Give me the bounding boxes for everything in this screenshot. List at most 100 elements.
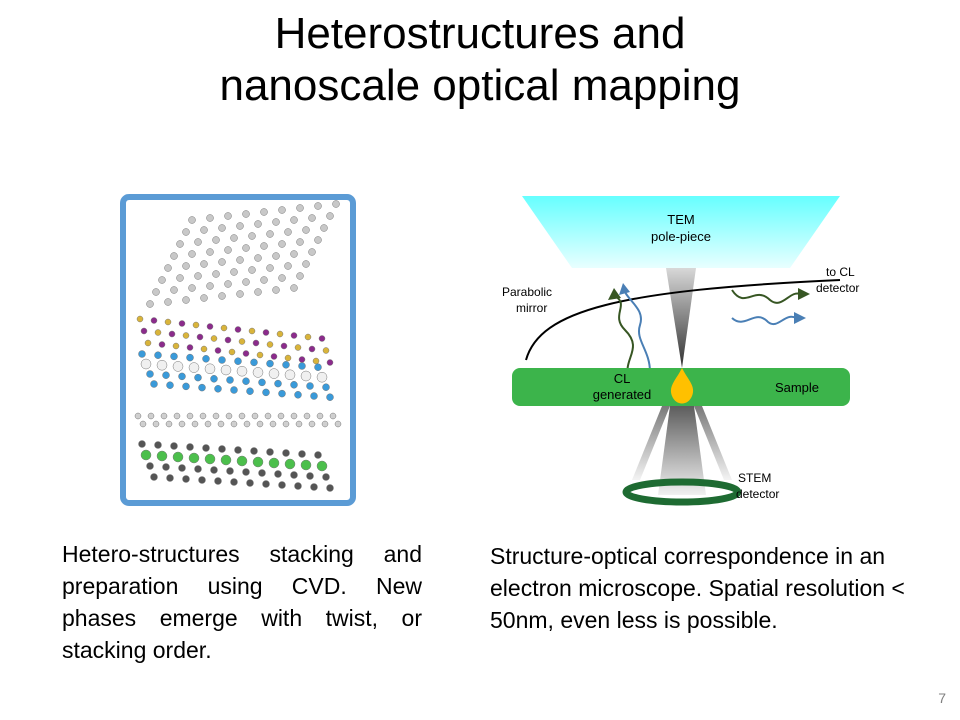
atom (186, 443, 194, 451)
atom (314, 236, 322, 244)
atom (170, 286, 178, 294)
atom (230, 420, 238, 428)
atom (212, 270, 220, 278)
atom (251, 412, 259, 420)
atom (200, 345, 208, 353)
atom (314, 202, 322, 210)
atom (252, 339, 260, 347)
atom (298, 362, 306, 370)
atom (170, 252, 178, 260)
atom (248, 266, 256, 274)
atom (218, 356, 226, 364)
atom (306, 472, 314, 480)
atom (154, 329, 162, 336)
atom (152, 420, 160, 428)
atom (246, 479, 254, 487)
atom (236, 222, 244, 230)
atom (268, 457, 280, 469)
atom (214, 385, 222, 393)
cl-label-1: CL (614, 371, 631, 386)
atom (262, 388, 270, 397)
atom (326, 484, 334, 492)
parabolic-label-1: Parabolic (502, 285, 552, 299)
atom (296, 204, 304, 212)
atom (200, 226, 208, 234)
atom (230, 234, 238, 242)
atom (156, 450, 168, 462)
atom (188, 250, 196, 258)
tem-label-2: pole-piece (651, 229, 711, 244)
atom (166, 474, 174, 482)
atom (150, 473, 158, 481)
cl-label-2: generated (593, 387, 652, 402)
atom (242, 210, 250, 218)
atom (260, 208, 268, 216)
atom (144, 339, 152, 347)
atom (316, 412, 324, 420)
atom (282, 361, 290, 369)
atom (282, 449, 290, 457)
transmitted-beam (658, 406, 706, 495)
atom (250, 447, 258, 455)
cl-wave-blue (624, 291, 651, 373)
atom (198, 476, 206, 484)
atom (182, 332, 190, 339)
atom (278, 389, 286, 398)
atom (236, 290, 244, 298)
atom (146, 370, 154, 378)
atom (268, 368, 280, 379)
title-line-2: nanoscale optical mapping (219, 61, 741, 110)
atom (308, 345, 316, 353)
tem-cl-diagram: TEM pole-piece Parabolic mirror to CL de… (502, 196, 859, 506)
atom (242, 377, 250, 385)
atom (290, 216, 298, 224)
atom (191, 420, 199, 428)
atom (217, 420, 225, 428)
atom (202, 355, 210, 363)
atom (178, 372, 186, 381)
atom (308, 420, 316, 428)
atom (172, 342, 180, 350)
atom (277, 412, 285, 420)
atom (296, 238, 304, 246)
atom (278, 206, 286, 214)
atom (134, 412, 142, 420)
tem-pole-piece (522, 196, 840, 268)
atom (230, 478, 238, 486)
atom (284, 228, 292, 236)
atom (236, 455, 248, 467)
atom (225, 412, 233, 420)
atom (154, 441, 162, 449)
atom (300, 370, 312, 382)
atom (178, 320, 186, 327)
atom (252, 367, 264, 378)
atom (280, 342, 288, 350)
atom (256, 420, 264, 428)
atom (308, 214, 316, 222)
atom (194, 272, 202, 280)
atom (282, 420, 290, 428)
atom (294, 344, 302, 351)
atom (290, 471, 298, 479)
atom (238, 412, 246, 420)
atom (236, 256, 244, 264)
atom (262, 329, 270, 336)
atom (242, 244, 250, 252)
atom (220, 324, 228, 332)
atom (173, 412, 181, 420)
atom (176, 274, 184, 282)
atom (284, 354, 292, 362)
atom (146, 462, 154, 470)
atom (272, 286, 280, 294)
atom (226, 467, 234, 475)
atom (200, 294, 208, 302)
atom (234, 446, 242, 454)
atom (306, 382, 314, 390)
atom (224, 246, 232, 254)
atom (322, 473, 330, 481)
atom (178, 464, 186, 472)
atom (218, 258, 226, 266)
atom (194, 465, 202, 473)
atom (254, 254, 262, 262)
atom (278, 481, 286, 489)
